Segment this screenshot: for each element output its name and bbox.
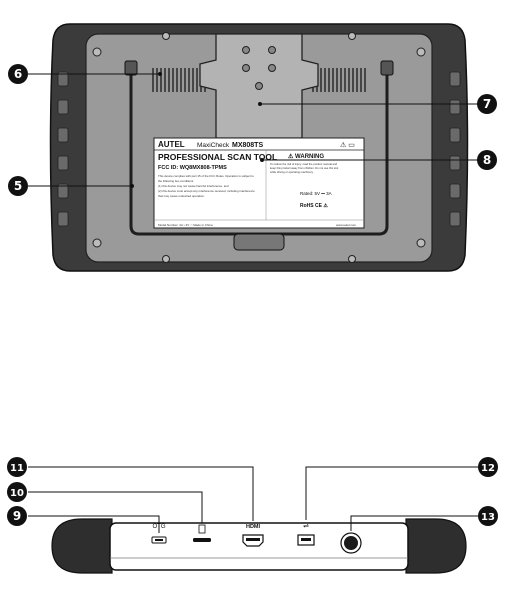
callout-13: 13 (478, 506, 498, 526)
hdmi-port: HDMI (242, 524, 264, 547)
label-warning-2: keep this product away from children. Do… (270, 166, 339, 170)
callout-9: 9 (7, 506, 27, 526)
callout-7: 7 (477, 94, 497, 114)
product-label: AUTEL MaxiCheck MX808TS ⚠ ▭ PROFESSIONAL… (153, 137, 365, 229)
stand-hinge-right (380, 60, 394, 76)
label-footer-left: Model Number: 2A • 4V ⎓ Made in China (158, 223, 213, 227)
label-warning-1: To reduce the risk of injury, read the p… (270, 162, 338, 166)
label-product: PROFESSIONAL SCAN TOOL (158, 152, 277, 162)
label-warning: ⚠ WARNING (288, 153, 324, 160)
edge-view: OTG HDMI ⇌ (51, 518, 467, 574)
speaker-grille-right (312, 68, 366, 92)
stand-hinge-left (124, 60, 138, 76)
label-rating: Rated: 5V ⎓ 3A (300, 191, 332, 196)
callout-5-number: 5 (14, 179, 22, 193)
holder-screws (242, 46, 276, 90)
label-warning-3: while driving or operating machinery. (270, 170, 314, 174)
label-fine-5: that may cause undesired operation. (158, 194, 205, 198)
label-fcc: FCC ID: WQ8MX808-TPMS (158, 165, 227, 171)
callout-10-number: 10 (10, 488, 24, 499)
usb-icon: ⇌ (303, 523, 309, 530)
microsd-slot (193, 524, 211, 542)
hdmi-port-label: HDMI (246, 524, 261, 530)
edge-callout-lines (28, 466, 478, 533)
label-model: MX808TS (232, 142, 263, 149)
bumper-screws (92, 32, 426, 263)
callout-12-number: 12 (481, 463, 495, 474)
label-model-prefix: MaxiCheck (197, 142, 230, 149)
callout-6: 6 (8, 64, 28, 84)
rear-callout-lines (28, 73, 478, 187)
edge-bumper-left (51, 518, 113, 574)
callout-11: 11 (7, 457, 27, 477)
callout-12: 12 (478, 457, 498, 477)
callout-6-number: 6 (14, 67, 22, 81)
left-grip-ribs (57, 71, 69, 227)
callout-8-number: 8 (483, 153, 491, 167)
label-brand: AUTEL (158, 140, 185, 149)
label-fine-3: (1) this device may not cause harmful in… (158, 184, 229, 188)
callout-11-number: 11 (10, 463, 24, 474)
label-symbols: ⚠ ▭ (340, 141, 355, 149)
label-fine-4: (2) this device must accept any interfer… (158, 189, 255, 193)
usb-port: ⇌ (297, 523, 315, 546)
label-rohs: RoHS CE ⚠ (300, 203, 328, 209)
label-fine-1: This device complies with part 15 of the… (158, 174, 254, 178)
callout-8: 8 (477, 150, 497, 170)
label-footer-right: www.autel.com (336, 223, 357, 227)
label-fine-2: the following two conditions: (158, 179, 194, 183)
rear-callout-dots (130, 72, 264, 188)
rear-view: AUTEL MaxiCheck MX808TS ⚠ ▭ PROFESSIONAL… (49, 23, 469, 272)
dc-power-port (340, 532, 362, 554)
callout-9-number: 9 (13, 509, 21, 523)
callout-10: 10 (7, 482, 27, 502)
sd-card-icon (198, 524, 206, 534)
edge-bumper-right (405, 518, 467, 574)
callout-7-number: 7 (483, 97, 491, 111)
stand-tab (233, 233, 285, 251)
callout-13-number: 13 (481, 512, 495, 523)
callout-5: 5 (8, 176, 28, 196)
